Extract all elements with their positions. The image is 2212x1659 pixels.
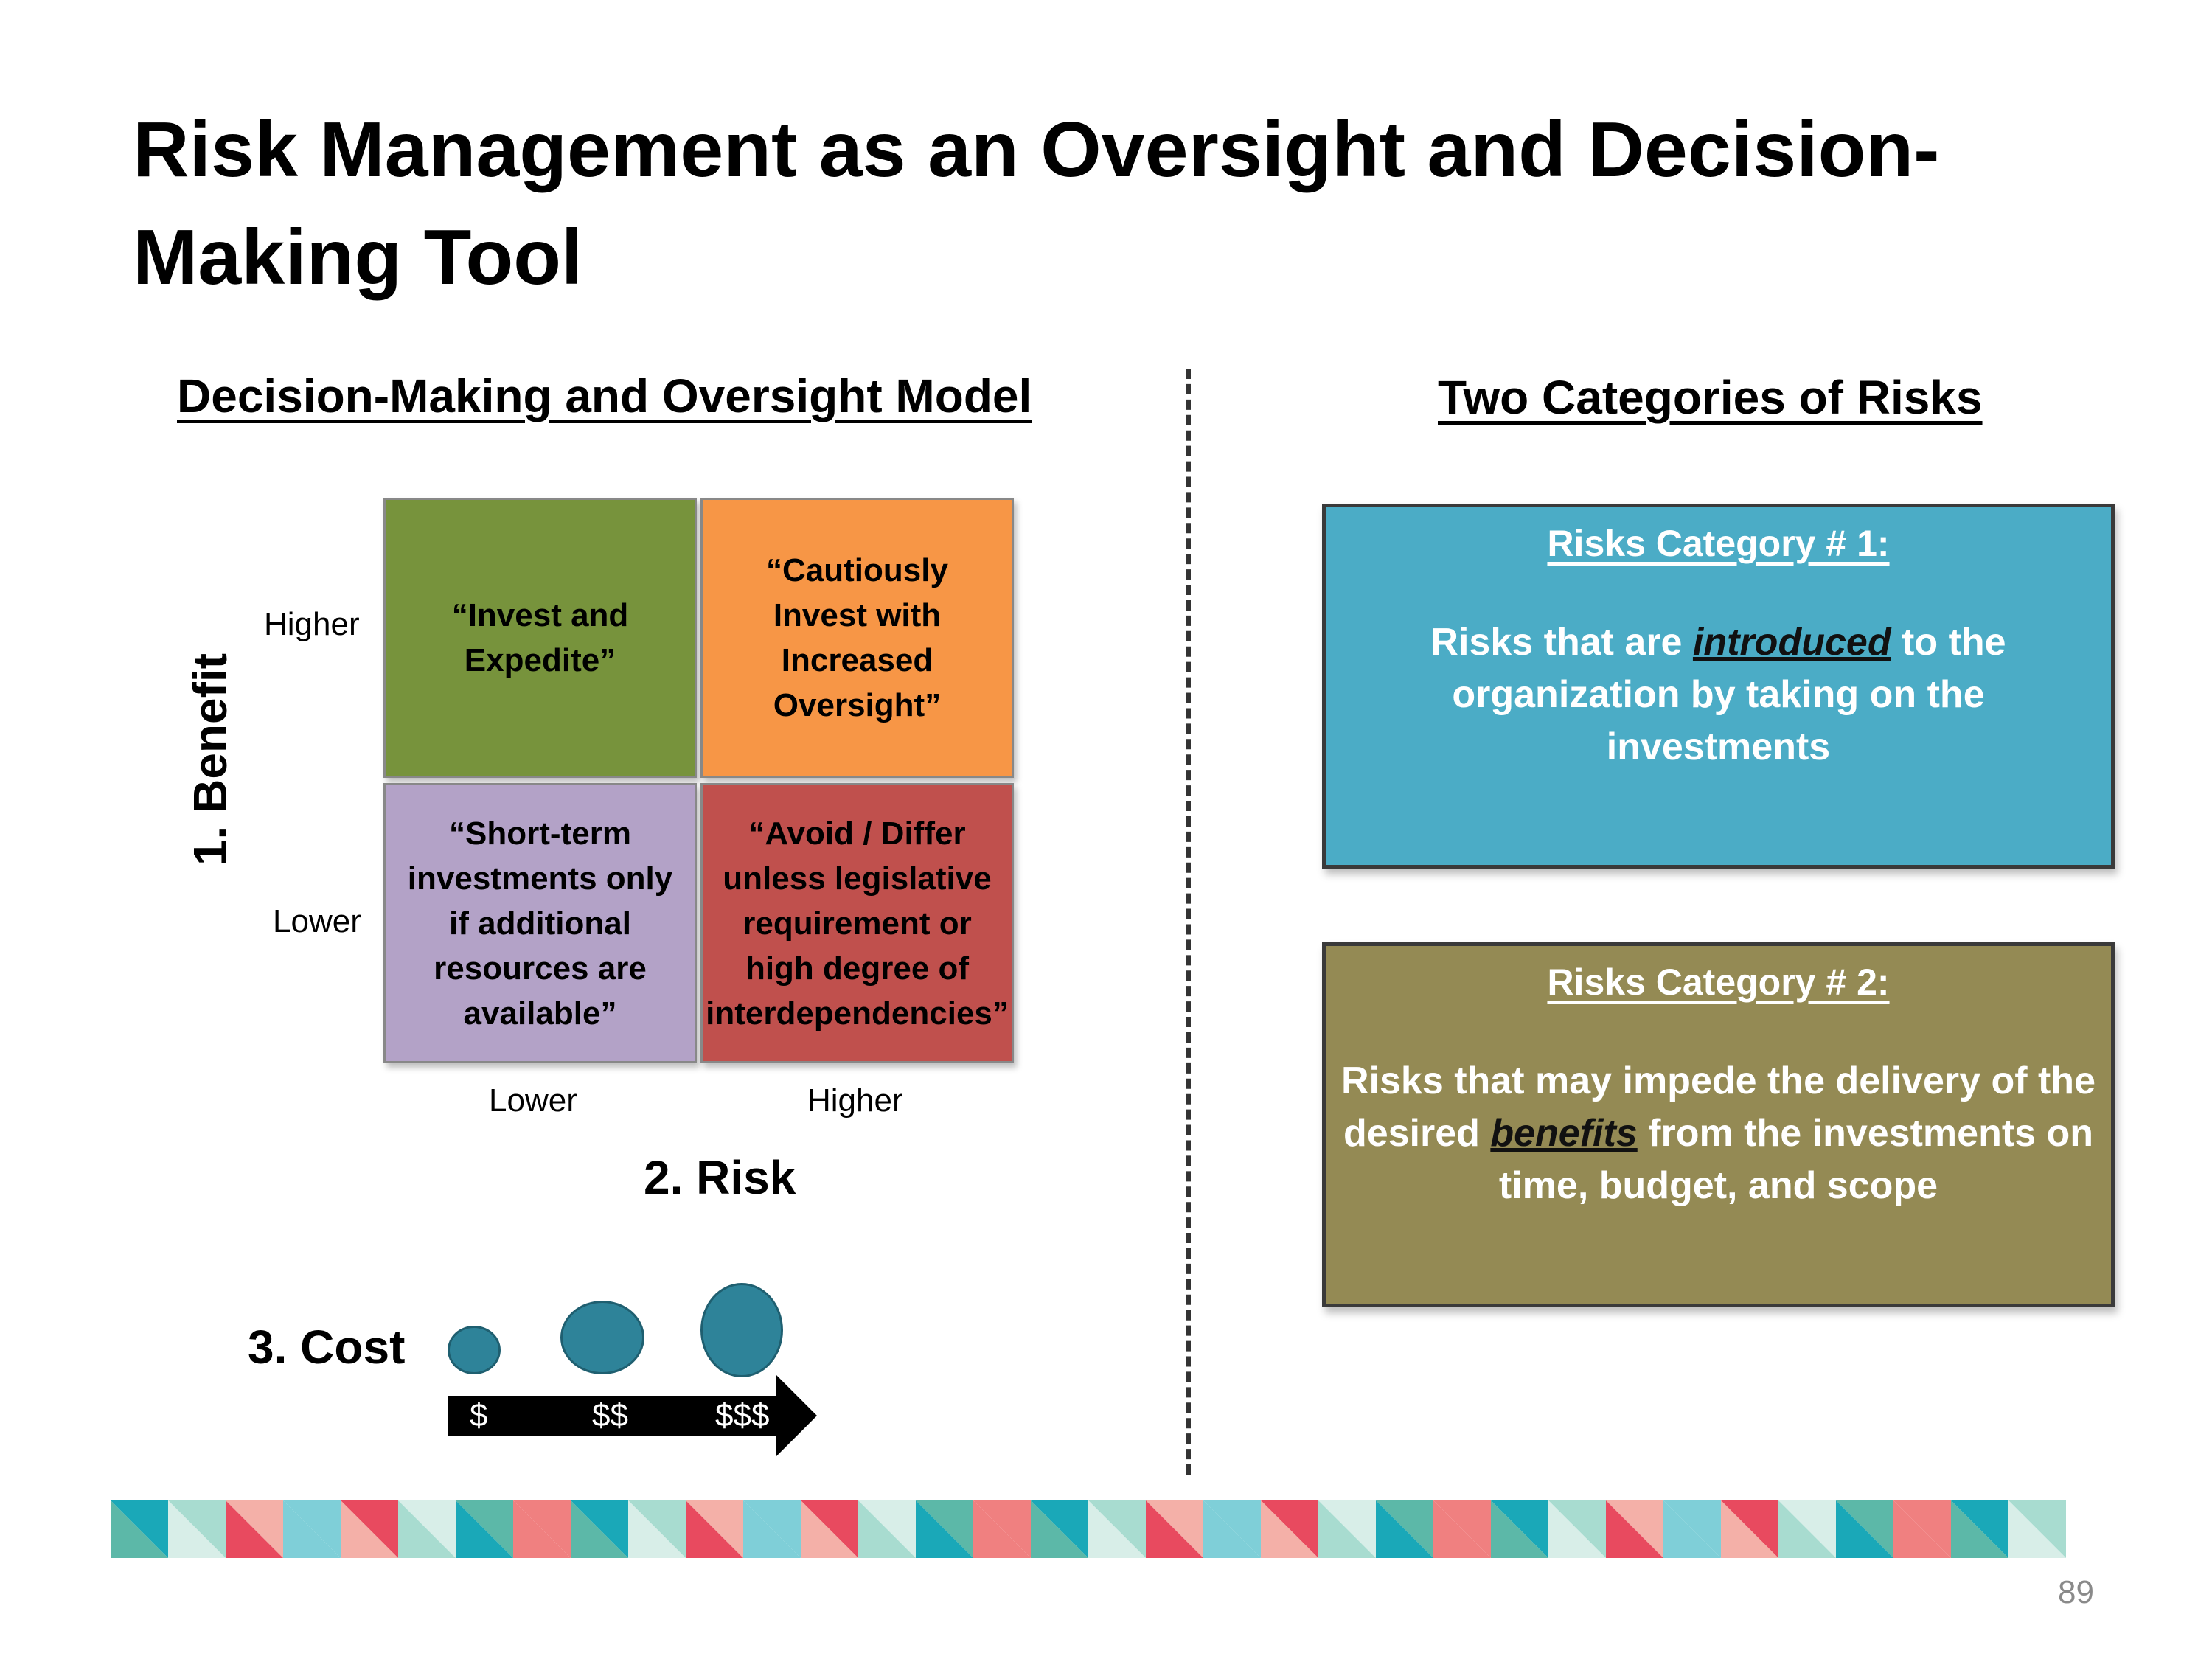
pattern-triangle [226, 1500, 283, 1558]
pattern-triangle [168, 1500, 226, 1558]
benefit-higher-label: Higher [264, 606, 360, 642]
risk-category-1-heading: Risks Category # 1: [1547, 523, 1890, 564]
pattern-triangle [973, 1500, 1031, 1558]
pattern-triangle [1031, 1500, 1088, 1558]
quadrant-label: “Cautiously Invest with Increased Oversi… [766, 552, 948, 723]
quadrant-avoid-differ: “Avoid / Differ unless legislative requi… [700, 783, 1014, 1063]
risk-category-2-heading: Risks Category # 2: [1547, 961, 1890, 1003]
pattern-triangle [1261, 1500, 1318, 1558]
section-divider [1186, 369, 1191, 1475]
pattern-triangle [801, 1500, 858, 1558]
pattern-triangle [1606, 1500, 1663, 1558]
cost-circle-medium [560, 1301, 644, 1374]
risk-category-2-text-start: Risks that may impede the delivery of th… [1341, 1060, 2096, 1155]
cost-circle-small [448, 1326, 501, 1374]
risk-category-1-emphasis: introduced [1692, 621, 1891, 664]
risk-higher-label: Higher [807, 1082, 903, 1119]
model-heading: Decision-Making and Oversight Model [177, 369, 1032, 422]
benefit-lower-label: Lower [273, 903, 361, 939]
risk-category-2-emphasis: benefits [1490, 1112, 1638, 1155]
pattern-triangle [1088, 1500, 1146, 1558]
benefit-axis-title: 1. Benefit [184, 653, 237, 866]
pattern-triangle [1548, 1500, 1606, 1558]
cost-level-low: $ [470, 1397, 488, 1433]
cost-level-medium: $$ [592, 1397, 628, 1433]
pattern-triangle [456, 1500, 513, 1558]
cost-level-high: $$$ [715, 1397, 770, 1433]
risk-category-1-text: Risks that are introduced to the organiz… [1355, 616, 2081, 773]
cost-circle-large [700, 1283, 783, 1377]
pattern-triangle [1778, 1500, 1836, 1558]
quadrant-short-term: “Short-term investments only if addition… [383, 783, 697, 1063]
pattern-triangle [1663, 1500, 1721, 1558]
risk-category-1-text-start: Risks that are [1430, 621, 1693, 664]
pattern-triangle [686, 1500, 743, 1558]
pattern-triangle [1491, 1500, 1548, 1558]
quadrant-cautiously-invest: “Cautiously Invest with Increased Oversi… [700, 498, 1014, 778]
quadrant-invest-expedite: “Invest and Expedite” [383, 498, 697, 778]
quadrant-label: “Invest and Expedite” [451, 597, 629, 678]
pattern-triangle [341, 1500, 398, 1558]
pattern-triangle [743, 1500, 801, 1558]
pattern-triangle [283, 1500, 341, 1558]
risk-category-1-box: Risks Category # 1: Risks that are intro… [1322, 504, 2115, 869]
page-title: Risk Management as an Oversight and Deci… [133, 106, 1940, 301]
quadrant-label: “Short-term investments only if addition… [407, 815, 673, 1032]
risk-lower-label: Lower [489, 1082, 577, 1119]
pattern-triangle [1951, 1500, 2008, 1558]
pattern-triangle [1318, 1500, 1376, 1558]
pattern-triangle [513, 1500, 571, 1558]
quadrant-label: “Avoid / Differ unless legislative requi… [706, 815, 1009, 1032]
risk-category-1-text-end: to the organization by taking on the inv… [1452, 621, 2006, 768]
pattern-triangle [111, 1500, 168, 1558]
pattern-triangle [1836, 1500, 1893, 1558]
risk-categories-heading: Two Categories of Risks [1438, 371, 1983, 424]
pattern-triangle [1146, 1500, 1203, 1558]
page-number: 89 [2058, 1574, 2094, 1610]
cost-arrow-icon [448, 1375, 817, 1456]
pattern-triangle [1203, 1500, 1261, 1558]
pattern-triangle [1893, 1500, 1951, 1558]
pattern-triangle [1376, 1500, 1433, 1558]
pattern-triangle [398, 1500, 456, 1558]
risk-axis-title: 2. Risk [644, 1151, 796, 1204]
risk-category-2-box: Risks Category # 2: Risks that may imped… [1322, 942, 2115, 1307]
decorative-pattern [111, 1500, 2066, 1558]
pattern-triangle [2008, 1500, 2066, 1558]
pattern-triangle [1721, 1500, 1778, 1558]
risk-category-2-text-end: from the investments on time, budget, an… [1498, 1112, 2094, 1207]
cost-title: 3. Cost [248, 1321, 406, 1374]
pattern-triangle [916, 1500, 973, 1558]
pattern-triangle [1433, 1500, 1491, 1558]
pattern-triangle [571, 1500, 628, 1558]
pattern-triangle [858, 1500, 916, 1558]
risk-category-2-text: Risks that may impede the delivery of th… [1340, 1055, 2096, 1212]
pattern-triangle [628, 1500, 686, 1558]
